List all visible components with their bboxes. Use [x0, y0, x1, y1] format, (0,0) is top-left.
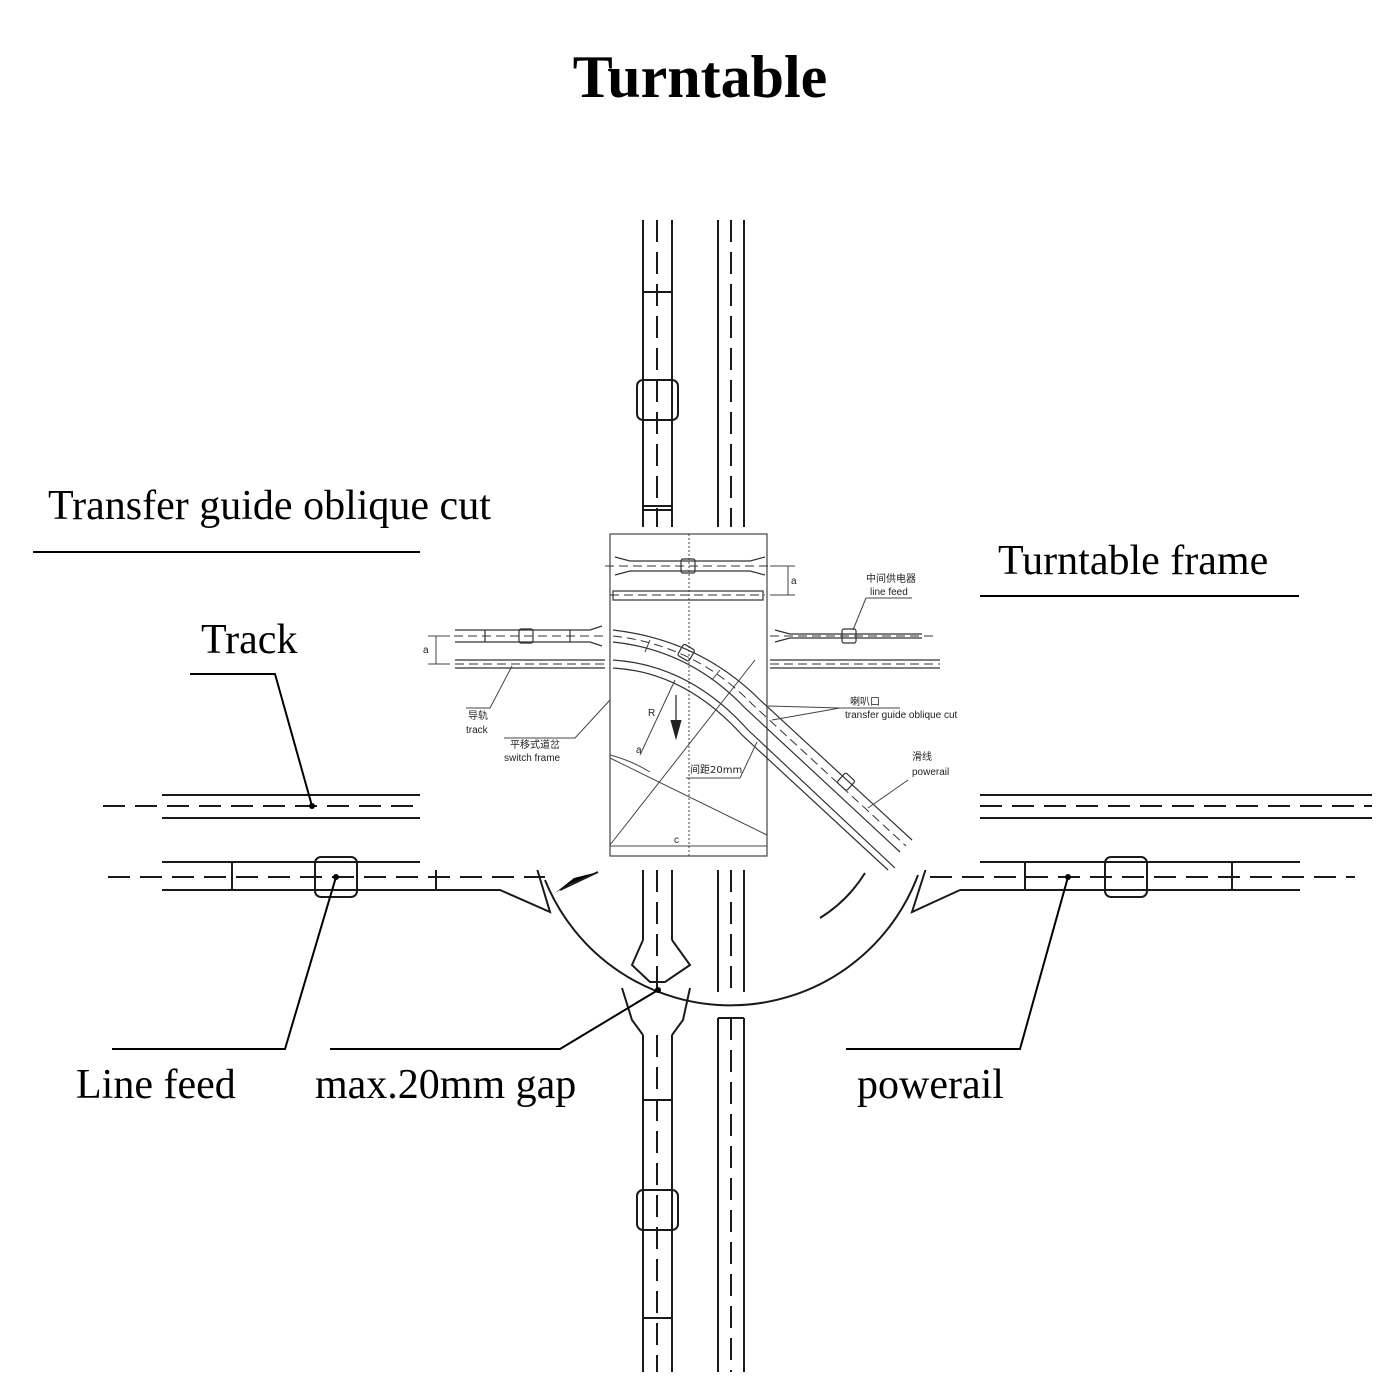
inset-arrow-icon [670, 695, 682, 741]
line-feed-connector-top [636, 379, 679, 421]
inset-powerail-cn: 滑线 [912, 750, 932, 763]
diagram-title: Turntable [573, 44, 828, 110]
inset-detail: a a R a [420, 527, 980, 871]
bellmouth-lower [621, 987, 691, 1036]
inset-track-en: track [466, 725, 489, 736]
label-track: Track [201, 617, 297, 663]
inset-track-cn: 导轨 [468, 709, 488, 722]
inset-left-track [455, 625, 603, 647]
label-gap: max.20mm gap [315, 1062, 576, 1108]
label-transfer-guide: Transfer guide oblique cut [48, 483, 491, 529]
inset-dim-c: c [674, 835, 679, 846]
inset-dim-a-top: a [791, 576, 797, 587]
vertical-powerail [717, 220, 745, 1372]
inset-curved-track-outer [612, 629, 913, 841]
inset-gap-label: 间距20mm [690, 763, 742, 776]
bellmouth-upper [630, 939, 692, 983]
horizontal-powerail-left [103, 794, 420, 819]
line-feed-connector-bottom [636, 1189, 679, 1231]
leader-gap [330, 989, 659, 1050]
horizontal-track-right [910, 856, 1355, 914]
turntable-inner-arc [819, 872, 866, 919]
line-feed-connector-right [1104, 856, 1148, 898]
vertical-track-left [621, 220, 692, 1372]
leader-dot-powerail [1065, 874, 1071, 880]
inset-top-track [614, 556, 766, 576]
leader-dot-gap [655, 987, 661, 993]
label-line-feed: Line feed [76, 1062, 236, 1108]
turntable-arc [544, 874, 919, 1007]
leader-dot-track [309, 803, 315, 809]
leader-dot-line-feed [333, 874, 339, 880]
inset-dim-alpha: a [636, 745, 642, 756]
inset-bellmouth-en: transfer guide oblique cut [845, 710, 958, 721]
label-powerail: powerail [857, 1062, 1004, 1108]
inset-switch-cn: 平移式道岔 [510, 738, 560, 751]
horizontal-powerail-right [980, 794, 1372, 819]
inset-bellmouth-cn: 喇叭口 [850, 696, 880, 708]
inset-right-track [774, 629, 922, 643]
inset-switch-en: switch frame [504, 753, 561, 764]
label-turntable-frame: Turntable frame [998, 538, 1268, 584]
line-feed-connector-left [314, 856, 358, 898]
leader-track [190, 673, 313, 807]
inset-line-feed-en: line feed [870, 587, 908, 598]
leader-line-feed [112, 876, 337, 1050]
leader-powerail [846, 876, 1069, 1050]
bellmouth-left [440, 861, 552, 914]
inset-dim-R: R [648, 708, 655, 719]
inset-line-feed-cn: 中间供电器 [866, 572, 916, 585]
inset-powerail-en: powerail [912, 767, 949, 778]
bellmouth-right [910, 861, 961, 914]
inset-dim-a-left: a [423, 645, 429, 656]
